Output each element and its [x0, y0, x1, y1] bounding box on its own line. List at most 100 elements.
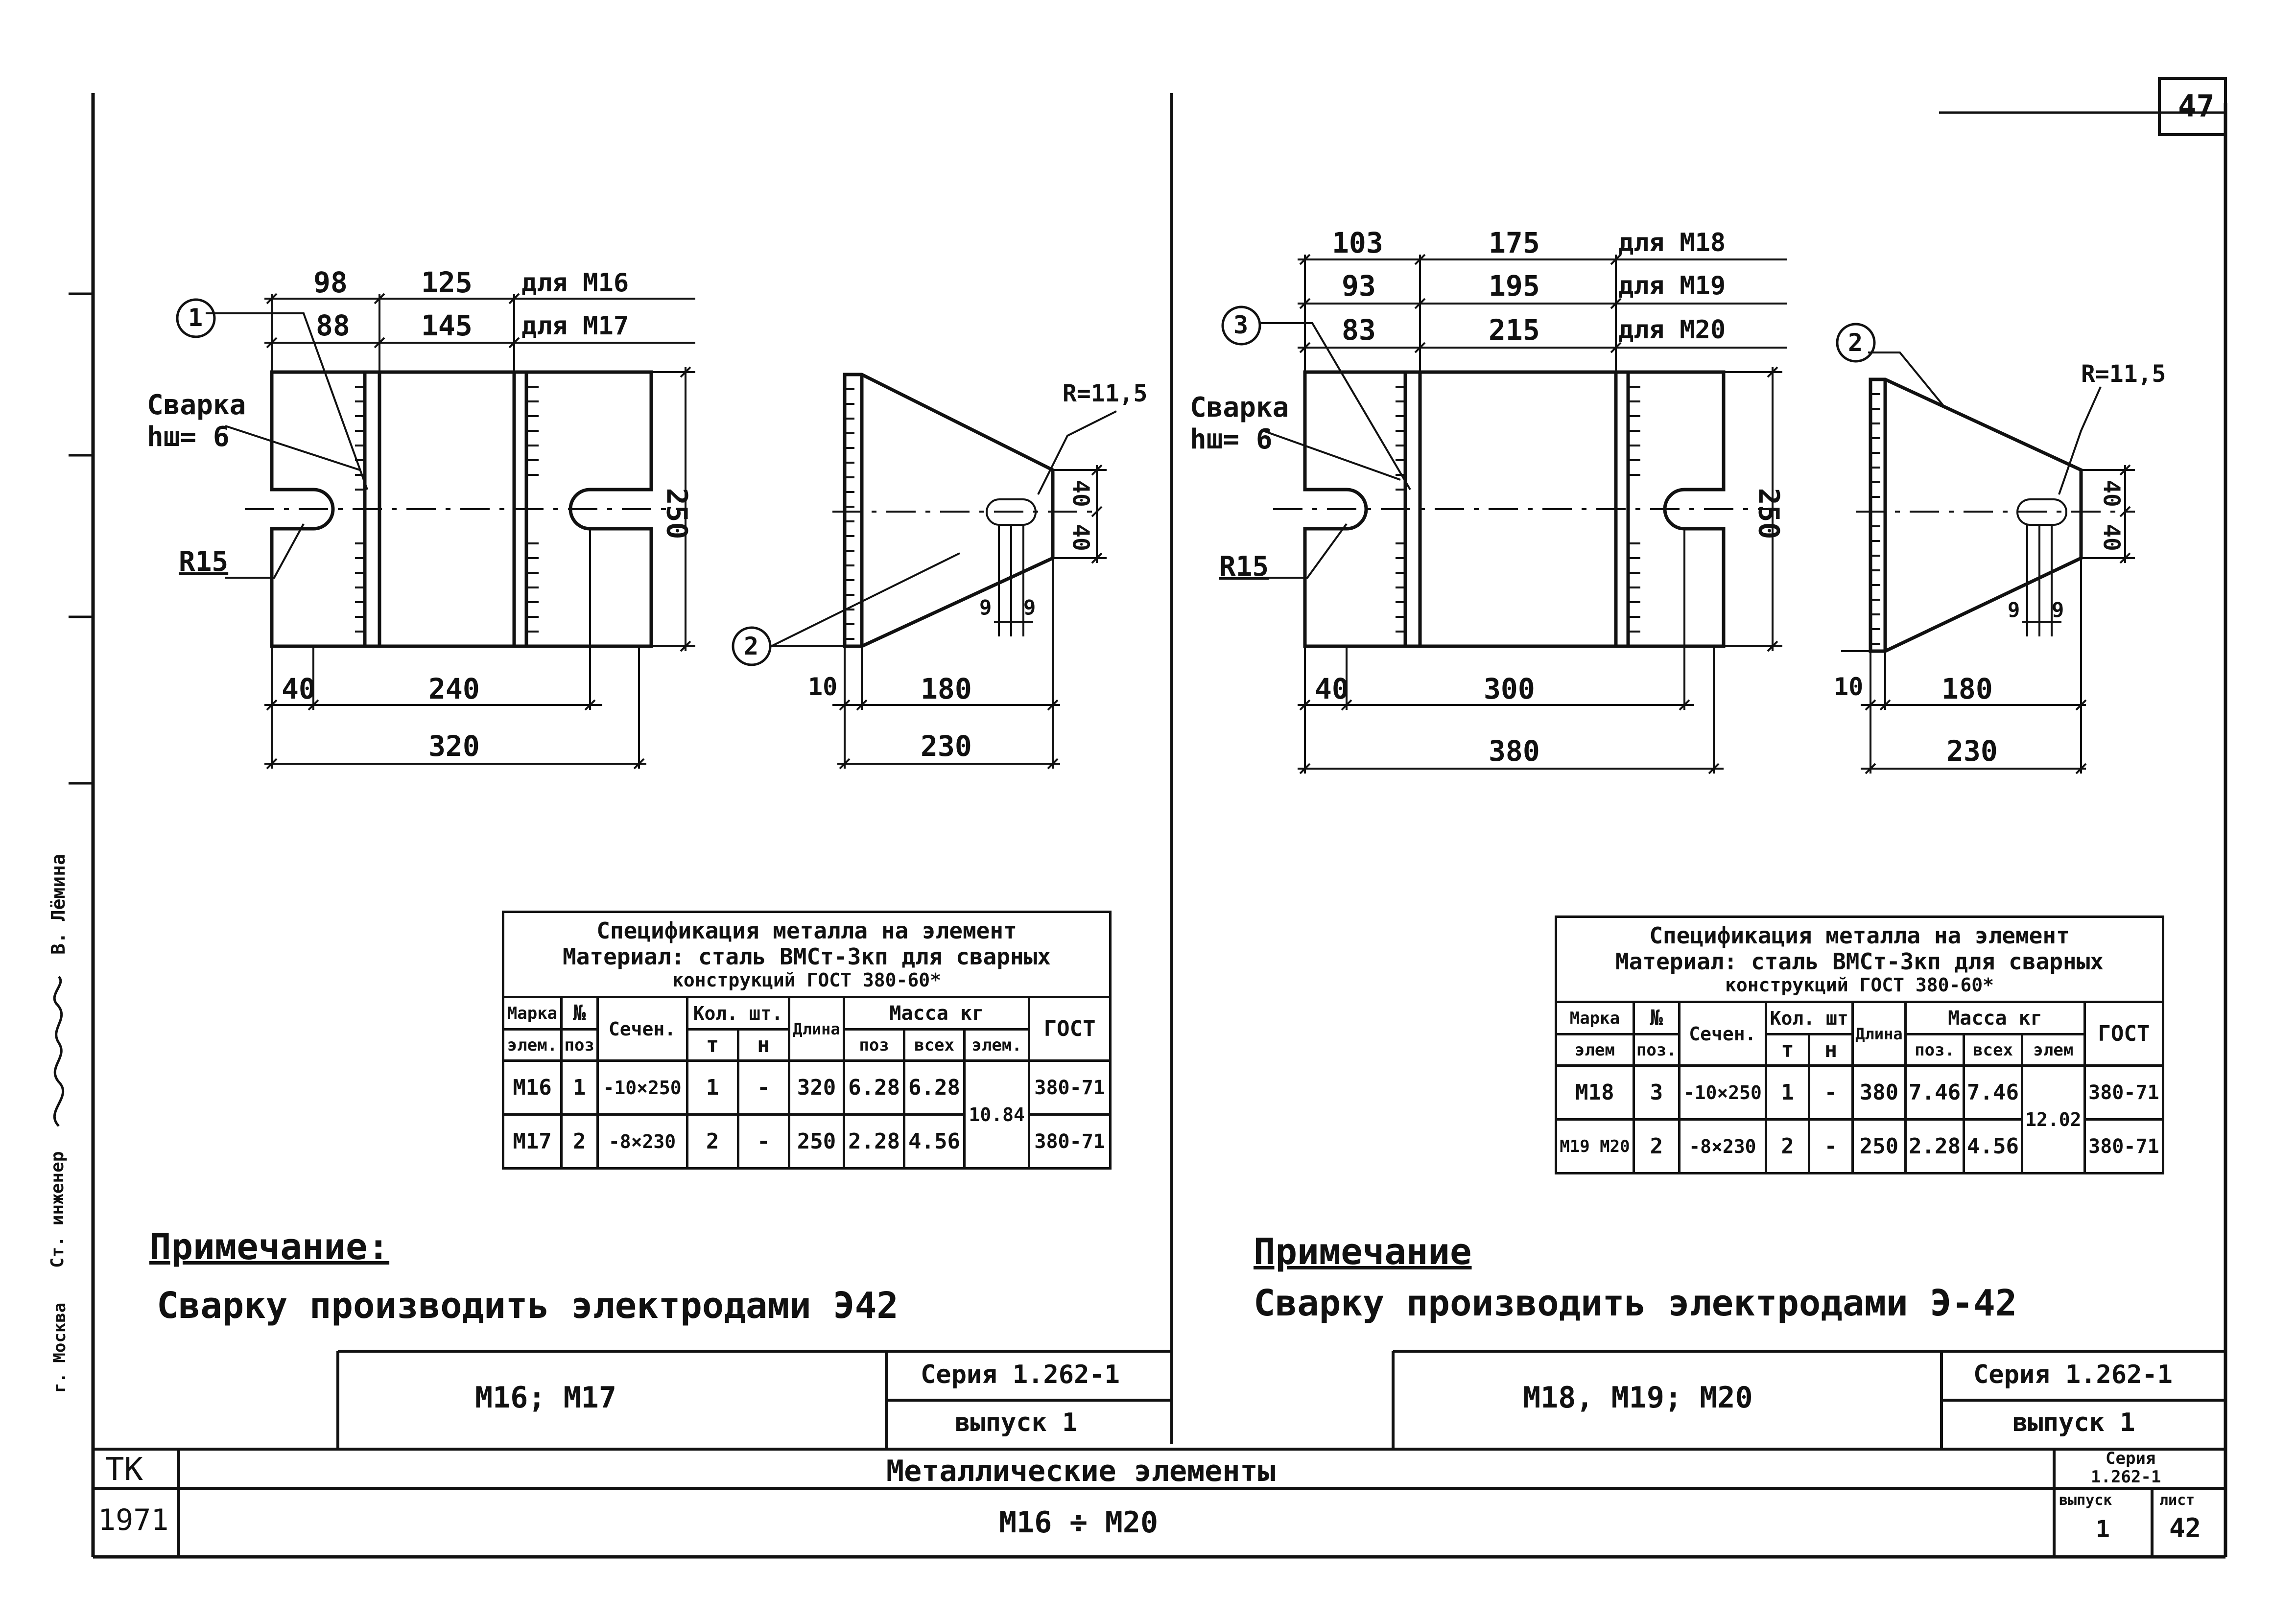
- cell-qty-n: -: [1808, 1064, 1854, 1121]
- header-qty: Кол. шт: [1764, 1001, 1854, 1036]
- dim-125: 125: [421, 266, 473, 299]
- cell-pos: 2: [560, 1113, 599, 1170]
- side-radius: R=11,5: [1063, 380, 1148, 407]
- dim-40-right: 40: [1315, 672, 1349, 705]
- cell-qty-t: 2: [686, 1113, 739, 1170]
- header-mass-el: элем.: [963, 1028, 1031, 1062]
- cell-section: -8×230: [596, 1113, 688, 1170]
- header-mass-all: всех: [903, 1028, 966, 1062]
- tb-main-title: Металлические элементы: [886, 1454, 1276, 1488]
- dim-83: 83: [1342, 313, 1376, 347]
- note-text-left: Сварку производить электродами Э42: [157, 1285, 899, 1327]
- cell-qty-n: -: [736, 1059, 790, 1116]
- tb-left-issue: выпуск 1: [955, 1408, 1078, 1437]
- tb-sheet-value: 42: [2169, 1513, 2201, 1544]
- cell-mass-all: 6.28: [903, 1059, 966, 1116]
- header-section: Сечен.: [596, 996, 688, 1062]
- cell-length: 250: [1851, 1118, 1907, 1175]
- side-dim-180: 180: [921, 672, 972, 705]
- spec-title-line1: Спецификация металла на элемент: [1649, 922, 2070, 949]
- side-dim-10-right: 10: [1834, 673, 1864, 701]
- position-marker-2-right: 2: [1848, 328, 1863, 357]
- side-dim-230: 230: [921, 729, 972, 763]
- page-number-box: [2158, 77, 2227, 136]
- header-qty-n: н: [1808, 1033, 1854, 1067]
- cell-qty-n: -: [1808, 1118, 1854, 1175]
- tb-right-issue: выпуск 1: [2012, 1408, 2135, 1437]
- cell-mass-all: 7.46: [1963, 1064, 2023, 1121]
- dim-40: 40: [282, 672, 316, 705]
- page-number: 47: [2178, 88, 2215, 124]
- spec-title-line1: Спецификация металла на элемент: [596, 917, 1017, 944]
- dim-175: 175: [1489, 226, 1540, 259]
- stamp-city: г. Москва: [50, 1302, 70, 1393]
- side-dim-9a-right: 9: [2008, 598, 2020, 622]
- weld-size: hш= 6: [147, 421, 230, 453]
- radius-r15-right: R15: [1219, 551, 1269, 583]
- tb-series-label: Серия: [2106, 1449, 2156, 1468]
- dim-380: 380: [1489, 734, 1540, 768]
- side-dim-9b: 9: [1023, 595, 1036, 619]
- dim-195: 195: [1489, 269, 1540, 303]
- dim-93: 93: [1342, 269, 1376, 303]
- right-plate-drawing: [1221, 254, 1787, 774]
- dim-320: 320: [428, 729, 480, 763]
- cell-qty-t: 1: [1764, 1064, 1811, 1121]
- cell-mark: М16: [502, 1059, 563, 1116]
- cell-length: 380: [1851, 1064, 1907, 1121]
- cell-mass-pos: 7.46: [1904, 1064, 1965, 1121]
- weld-label: Сварка: [147, 389, 246, 421]
- dim-145: 145: [421, 309, 473, 342]
- dim-height-250-right: 250: [1752, 488, 1786, 540]
- header-length: Длина: [1851, 1001, 1907, 1067]
- cell-qty-t: 1: [686, 1059, 739, 1116]
- tb-sheet-label: лист: [2159, 1492, 2195, 1509]
- header-mass-pos: поз: [843, 1028, 906, 1062]
- stamp-role: Ст. инженер: [47, 1151, 68, 1268]
- cell-mark: М17: [502, 1113, 563, 1170]
- tb-right-series: Серия 1.262-1: [1973, 1360, 2173, 1389]
- right-side-view: [1836, 323, 2135, 774]
- cell-qty-n: -: [736, 1113, 790, 1170]
- header-mass-pos: поз.: [1904, 1033, 1965, 1067]
- tb-series-value: 1.262-1: [2091, 1467, 2161, 1487]
- tb-right-title: М18, М19; М20: [1523, 1381, 1753, 1415]
- side-dim-40-top-right: 40: [2098, 480, 2125, 507]
- header-pos: №: [560, 996, 599, 1031]
- weld-label-right: Сварка: [1190, 392, 1289, 423]
- tb-left-series: Серия 1.262-1: [921, 1360, 1120, 1389]
- header-pos2: поз: [560, 1028, 599, 1062]
- tb-left-title: М16; М17: [475, 1381, 616, 1415]
- header-length: Длина: [787, 996, 846, 1062]
- cell-length: 250: [787, 1113, 846, 1170]
- cell-section: -10×250: [596, 1059, 688, 1116]
- position-marker-3: 3: [1233, 311, 1249, 339]
- spec-title-line2: Материал: сталь ВМСт-3кп для сварных: [1615, 948, 2104, 975]
- note-title-left: Примечание:: [149, 1226, 390, 1268]
- cell-mass-pos: 2.28: [843, 1113, 906, 1170]
- dim-98: 98: [313, 266, 348, 299]
- cell-pos: 2: [1632, 1118, 1681, 1175]
- dim-label-m19: для М19: [1618, 271, 1726, 301]
- dim-label-m16: для М16: [521, 268, 629, 298]
- radius-r15: R15: [179, 546, 229, 578]
- cell-length: 320: [787, 1059, 846, 1116]
- cell-gost: 380-71: [2083, 1064, 2165, 1121]
- dim-215: 215: [1489, 313, 1540, 347]
- header-mark2: элем.: [502, 1028, 563, 1062]
- cell-gost: 380-71: [1028, 1059, 1112, 1116]
- header-qty-n: н: [736, 1028, 790, 1062]
- cell-section: -8×230: [1678, 1118, 1767, 1175]
- tb-issue-label: выпуск: [2059, 1492, 2112, 1509]
- side-dim-40-bottom: 40: [1067, 524, 1094, 551]
- cell-mass-el-total: 12.02: [2020, 1064, 2086, 1175]
- cell-gost: 380-71: [1028, 1113, 1112, 1170]
- side-dim-40-top: 40: [1067, 480, 1094, 507]
- dim-300: 300: [1484, 672, 1535, 705]
- cell-mark: М18: [1555, 1064, 1635, 1121]
- spec-title-line3: конструкций ГОСТ 380-60*: [672, 969, 942, 991]
- cell-mass-all: 4.56: [1963, 1118, 2023, 1175]
- dim-height-250: 250: [660, 488, 694, 540]
- side-dim-40-bottom-right: 40: [2098, 524, 2125, 551]
- stamp-signature: [53, 976, 65, 1127]
